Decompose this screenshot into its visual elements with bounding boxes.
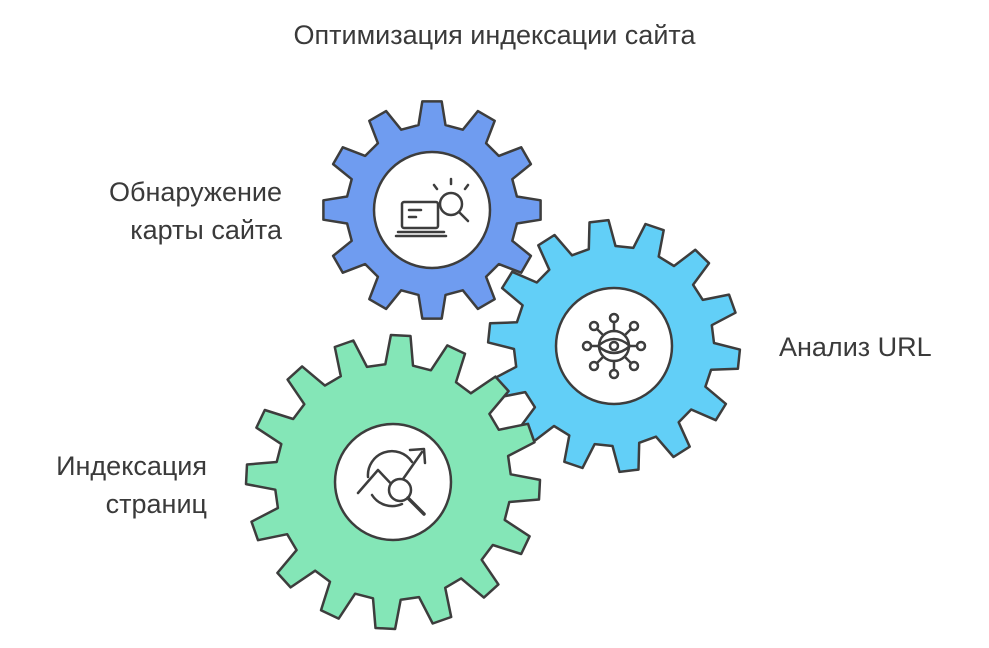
chart-magnifier-icon xyxy=(356,447,427,516)
gear-label-index: Индексация страниц xyxy=(56,447,207,523)
gear-url-hub xyxy=(554,286,674,406)
laptop-search-icon xyxy=(394,177,470,238)
gear-label-url: Анализ URL xyxy=(779,328,932,366)
eye-network-icon xyxy=(581,312,647,380)
gear-label-index-line-1: Индексация xyxy=(56,451,207,481)
gear-url xyxy=(486,218,742,474)
diagram-title: Оптимизация индексации сайта xyxy=(293,20,696,50)
gear-label-index-line-2: страниц xyxy=(105,489,207,519)
gear-label-sitemap-line-1: Обнаружение xyxy=(109,177,282,207)
gear-sitemap xyxy=(322,100,542,320)
gear-label-sitemap: Обнаружение карты сайта xyxy=(109,173,282,249)
gear-sitemap-hub xyxy=(372,150,492,270)
gear-label-sitemap-line-2: карты сайта xyxy=(130,215,282,245)
gear-index xyxy=(244,333,542,631)
gear-label-url-line-1: Анализ URL xyxy=(779,332,932,362)
